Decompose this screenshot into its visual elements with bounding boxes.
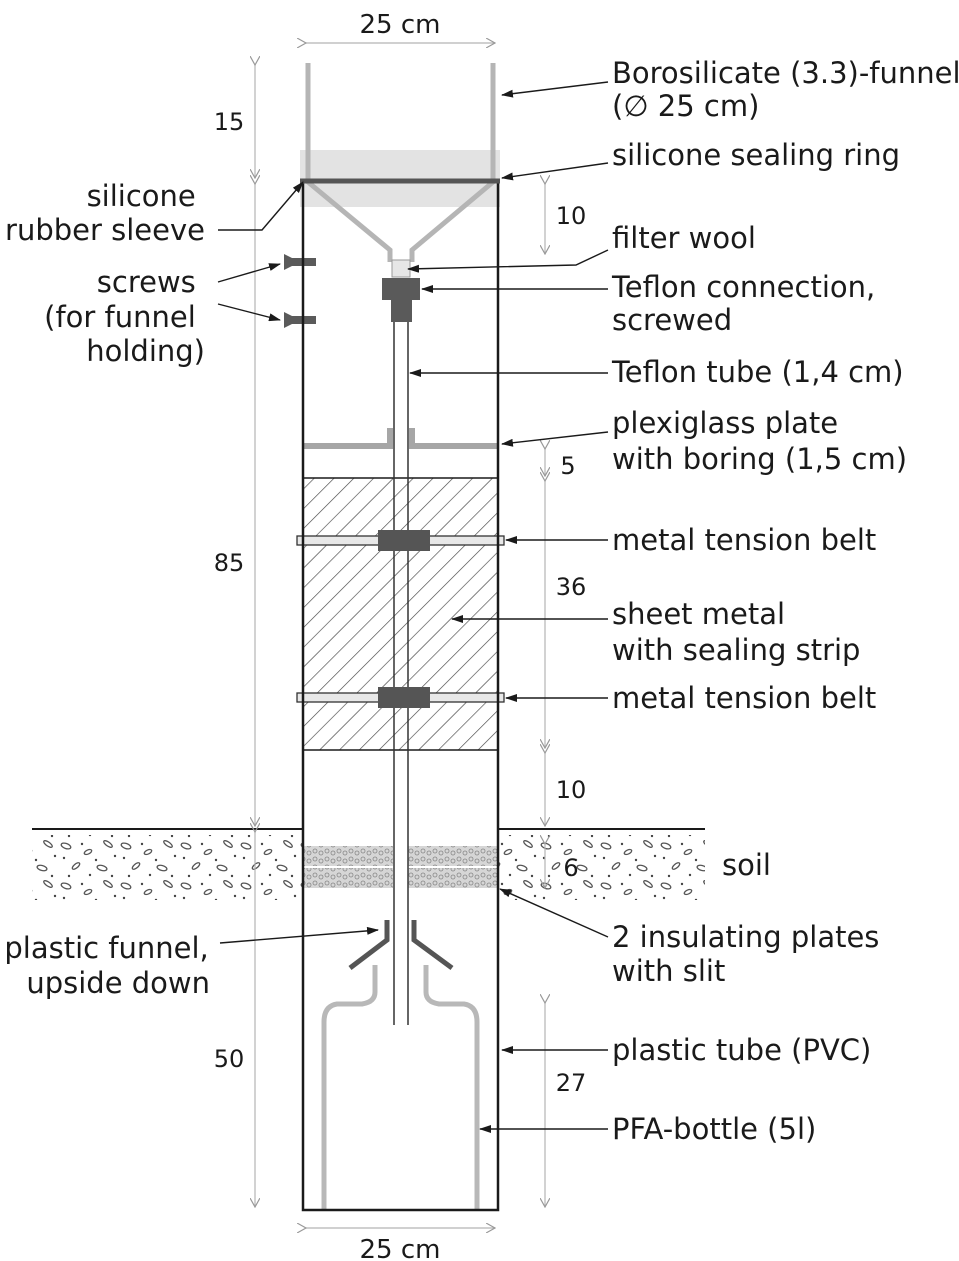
pfa-bottle: [321, 965, 480, 1210]
label-filter-wool: filter wool: [612, 221, 756, 255]
dim-right-6: 6: [563, 854, 578, 882]
teflon-tube: [393, 318, 409, 1025]
label-teflon-connection: Teflon connection, screwed: [611, 270, 884, 337]
label-pvc-tube: plastic tube (PVC): [612, 1033, 871, 1067]
plexiglass-plate: [304, 428, 498, 449]
label-pfa-bottle: PFA-bottle (5l): [612, 1112, 816, 1146]
teflon-connection: [382, 278, 420, 322]
dim-right-36: 36: [556, 573, 587, 601]
dimension-lines: [255, 43, 545, 1228]
dim-top-width: 25 cm: [360, 10, 441, 40]
label-tension-belt-lower: metal tension belt: [612, 681, 876, 715]
label-tension-belt-upper: metal tension belt: [612, 523, 876, 557]
insulating-plates: [303, 846, 498, 888]
dim-bottom-width: 25 cm: [360, 1235, 441, 1261]
tension-belt-upper: [296, 530, 505, 551]
dim-left-15: 15: [214, 108, 245, 136]
label-insulating-plates: 2 insulating plates with slit: [612, 920, 889, 988]
filter-wool: [391, 259, 411, 278]
dim-right-10-top: 10: [556, 202, 587, 230]
label-sealing-ring: silicone sealing ring: [612, 138, 900, 172]
label-screws: screws (for funnel holding): [44, 265, 205, 368]
dim-right-5: 5: [560, 452, 575, 480]
label-funnel: Borosilicate (3.3)-funnel (∅ 25 cm): [612, 56, 959, 123]
label-sheet-metal: sheet metal with sealing strip: [612, 597, 860, 667]
dim-right-10-bottom: 10: [556, 776, 587, 804]
sheet-metal: [302, 477, 499, 751]
label-plastic-funnel: plastic funnel, upside down: [4, 931, 218, 1000]
screws: [284, 254, 316, 328]
plastic-funnel: [348, 920, 454, 971]
borosilicate-funnel: [300, 63, 500, 262]
label-teflon-tube: Teflon tube (1,4 cm): [611, 355, 904, 389]
dim-right-27: 27: [556, 1069, 587, 1097]
dim-left-50: 50: [214, 1045, 245, 1073]
tension-belt-lower: [296, 687, 505, 708]
label-soil: soil: [722, 848, 771, 882]
label-plexiglass-plate: plexiglass plate with boring (1,5 cm): [612, 406, 907, 476]
label-rubber-sleeve: silicone rubber sleeve: [5, 179, 205, 247]
dim-left-85: 85: [214, 549, 245, 577]
leader-arrows: [217, 81, 609, 1133]
